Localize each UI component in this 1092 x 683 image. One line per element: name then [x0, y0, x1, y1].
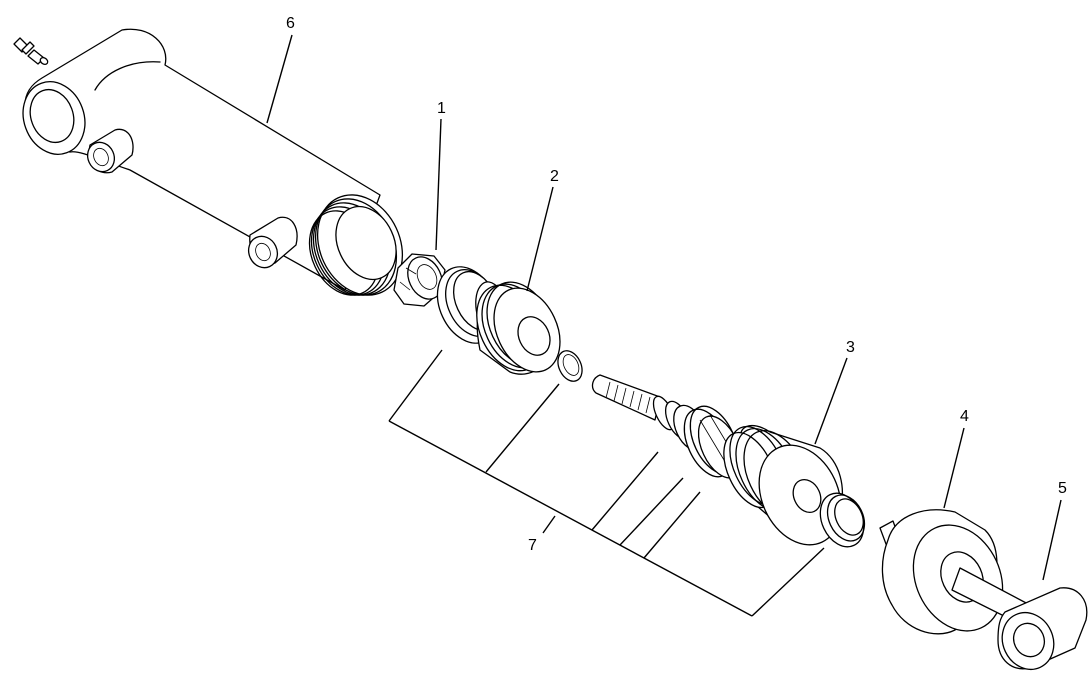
callout-2: 2	[550, 168, 559, 185]
callout-5: 5	[1058, 480, 1067, 497]
part-5-rod-eye	[951, 567, 1088, 670]
part-1-nut	[393, 253, 446, 307]
wiper-ring	[819, 492, 866, 548]
part-6-cylinder-barrel	[13, 28, 404, 296]
grease-fitting	[13, 37, 49, 66]
callout-labels: 6 1 2 3 4 5 7	[286, 15, 1067, 554]
o-ring-small	[557, 350, 583, 382]
part-3-piston	[723, 424, 843, 546]
callout-7: 7	[528, 537, 537, 554]
callout-6: 6	[286, 15, 295, 32]
callout-4: 4	[960, 408, 969, 425]
callout-3: 3	[846, 339, 855, 356]
leader-lines	[266, 34, 1062, 617]
part-2-gland	[436, 266, 561, 375]
callout-1: 1	[437, 100, 446, 117]
